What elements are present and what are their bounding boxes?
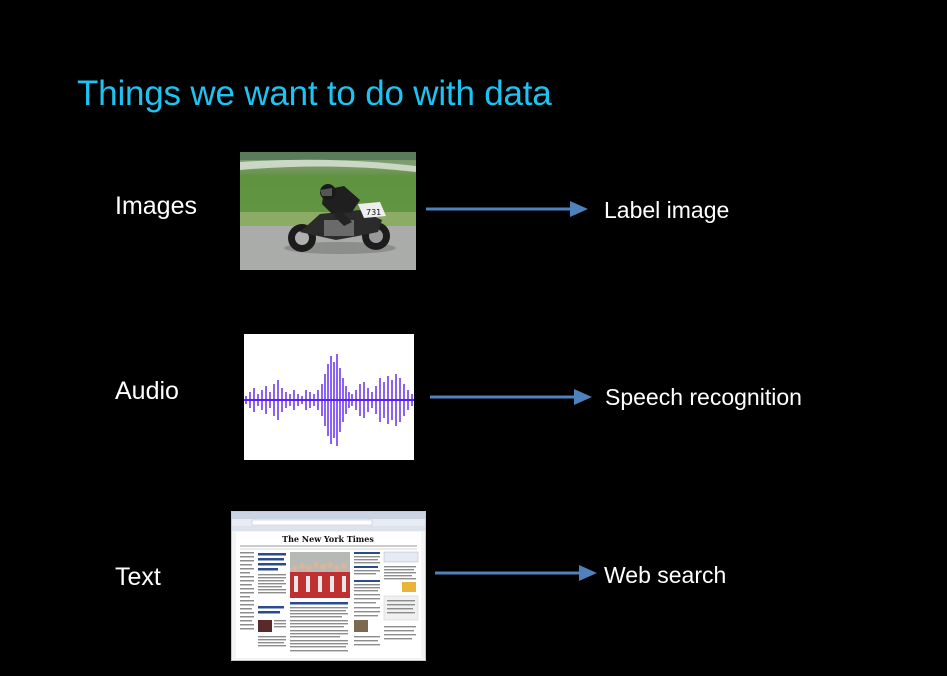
racer-number: 731 [366,208,381,217]
newspaper-webpage-icon: The New York Times [231,511,426,661]
newspaper-masthead: The New York Times [282,534,374,544]
motorcycle-illustration: 731 [240,152,416,270]
audio-waveform-icon [244,334,414,460]
webpage-illustration: The New York Times [232,512,425,658]
arrow-right-icon [435,565,597,581]
arrow-right-icon [430,389,592,405]
row-label-text: Text [115,563,161,591]
arrow-right-icon [426,201,588,217]
slide-title: Things we want to do with data [77,74,552,113]
row-label-images: Images [115,192,197,220]
output-label-speech-recognition: Speech recognition [605,384,802,410]
motorcycle-photo-icon: 731 [240,152,416,270]
output-label-web-search: Web search [604,562,727,588]
output-label-label-image: Label image [604,197,730,223]
row-label-audio: Audio [115,377,179,405]
waveform-illustration [244,354,414,446]
